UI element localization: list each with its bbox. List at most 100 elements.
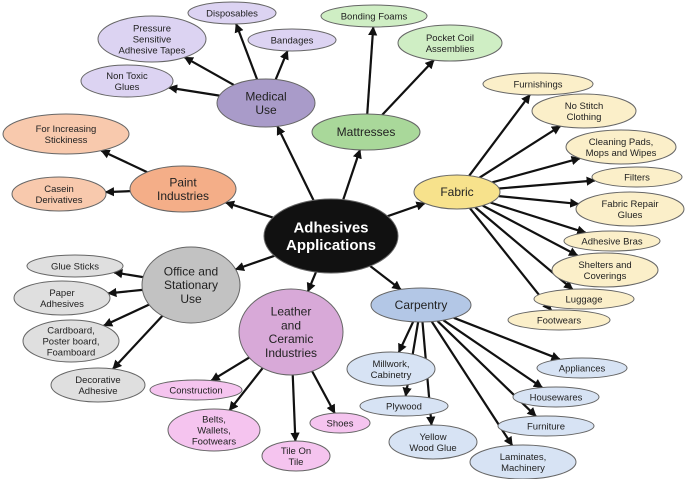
leaf-pressure-sensitive-adhesive-tapes-label-line: Sensitive [133, 34, 172, 45]
carpentry-leaf-connector [442, 319, 543, 389]
medical-connector [276, 125, 315, 201]
fabric-leaf-connector [482, 204, 579, 257]
leaf-bonding-foams[interactable]: Bonding Foams [320, 4, 428, 28]
leaf-adhesive-bras-shape [563, 230, 661, 252]
office-leaf-connector [112, 315, 164, 370]
center-node-label-line: Adhesives [293, 220, 368, 237]
leaf-decorative-adhesive-shape [50, 367, 146, 403]
leaf-furnishings[interactable]: Furnishings [482, 72, 594, 96]
category-fabric[interactable]: Fabric [413, 174, 501, 210]
leaf-filters-label-line: Filters [624, 172, 650, 183]
leaf-glue-sticks-label-line: Glue Sticks [51, 261, 99, 272]
leaf-cleaning-pads-mops-and-wipes[interactable]: Cleaning Pads,Mops and Wipes [565, 129, 677, 165]
leaf-adhesive-bras-label-line: Adhesive Bras [581, 236, 643, 247]
leaf-millwork-cabinetry-label-line: Cabinetry [371, 370, 412, 381]
center-node-label-line: Applications [286, 237, 376, 254]
leaf-for-increasing-stickiness-label-line: Stickiness [45, 135, 88, 146]
leaf-cardboard-poster-board-foamboard-label-line: Foamboard [47, 347, 96, 358]
leaf-belts-wallets-footwears[interactable]: Belts,Wallets,Footwears [167, 408, 261, 452]
leather-leaf-connector [228, 367, 264, 411]
leaf-millwork-cabinetry[interactable]: Millwork,Cabinetry [346, 351, 436, 387]
category-leather-label-line: and [281, 318, 301, 332]
leaf-fabric-repair-glues-shape [575, 191, 685, 227]
leaf-filters-shape [591, 166, 683, 188]
leaf-millwork-cabinetry-label-line: Millwork, [373, 359, 410, 370]
leaf-paper-adhesives-label-line: Adhesives [40, 299, 84, 310]
mattresses-leaf-connector [381, 59, 435, 116]
leaf-yellow-wood-glue-shape [388, 424, 478, 460]
leaf-filters[interactable]: Filters [591, 166, 683, 188]
paint-connector [224, 200, 274, 219]
leaf-glue-sticks[interactable]: Glue Sticks [26, 254, 124, 278]
leaf-pressure-sensitive-adhesive-tapes-label-line: Adhesive Tapes [119, 45, 186, 56]
leaf-cleaning-pads-mops-and-wipes-label-line: Cleaning Pads, [589, 137, 653, 148]
paint-leaf-connector [104, 187, 131, 197]
leaf-luggage-label-line: Luggage [566, 294, 603, 305]
office-leaf-connector [107, 287, 143, 298]
leaf-bonding-foams-label-line: Bonding Foams [341, 11, 408, 22]
leaf-pocket-coil-assemblies-shape [397, 24, 503, 62]
leather-leaf-connector [290, 374, 300, 442]
leaf-tile-on-tile-shape [261, 440, 331, 472]
mattresses-leaf-connector [366, 26, 378, 115]
leaf-plywood[interactable]: Plywood [359, 395, 449, 417]
category-paint-label-line: Industries [157, 189, 209, 203]
leaf-casein-derivatives-label-line: Casein [44, 184, 74, 195]
leaf-appliances-label-line: Appliances [559, 363, 606, 374]
category-medical-label-line: Use [255, 103, 277, 117]
medical-leaf-connector [167, 84, 220, 97]
leaf-furniture[interactable]: Furniture [497, 415, 595, 437]
leaf-pocket-coil-assemblies-label-line: Pocket Coil [426, 33, 474, 44]
leaf-cardboard-poster-board-foamboard[interactable]: Cardboard,Poster board,Foamboard [22, 319, 120, 363]
leaf-housewares[interactable]: Housewares [512, 386, 600, 408]
category-carpentry-shape [370, 287, 472, 323]
leaf-casein-derivatives-shape [11, 176, 107, 212]
category-paint-label-line: Paint [169, 175, 197, 189]
leaf-non-toxic-glues-label-line: Non Toxic [106, 71, 148, 82]
carpentry-leaf-connector [397, 321, 415, 354]
leaf-laminates-machinery[interactable]: Laminates,Machinery [469, 444, 577, 479]
leaf-adhesive-bras[interactable]: Adhesive Bras [563, 230, 661, 252]
leaf-disposables[interactable]: Disposables [187, 1, 277, 25]
leaf-bonding-foams-shape [320, 4, 428, 28]
medical-leaf-connector [183, 56, 235, 86]
leaf-cleaning-pads-mops-and-wipes-shape [565, 129, 677, 165]
category-carpentry[interactable]: Carpentry [370, 287, 472, 323]
leaf-appliances[interactable]: Appliances [536, 357, 628, 379]
leaf-footwears[interactable]: Footwears [507, 309, 611, 331]
category-carpentry-label-line: Carpentry [395, 298, 448, 312]
leaf-shoes[interactable]: Shoes [309, 412, 371, 434]
leaf-housewares-shape [512, 386, 600, 408]
leaf-shelters-and-coverings-shape [551, 252, 659, 288]
leaf-luggage[interactable]: Luggage [533, 288, 635, 310]
leaf-bandages[interactable]: Bandages [247, 28, 337, 52]
category-mattresses[interactable]: Mattresses [311, 113, 421, 151]
leaf-furniture-label-line: Furniture [527, 421, 565, 432]
leaf-laminates-machinery-label-line: Laminates, [500, 452, 546, 463]
leaf-construction[interactable]: Construction [149, 379, 243, 401]
leaf-plywood-shape [359, 395, 449, 417]
leaf-yellow-wood-glue-label-line: Wood Glue [409, 443, 456, 454]
leaf-paper-adhesives-label-line: Paper [49, 288, 74, 299]
fabric-leaf-connector [498, 195, 580, 208]
leaf-decorative-adhesive-label-line: Adhesive [78, 386, 117, 397]
leaf-construction-label-line: Construction [169, 385, 222, 396]
center-node-shape [263, 198, 399, 274]
